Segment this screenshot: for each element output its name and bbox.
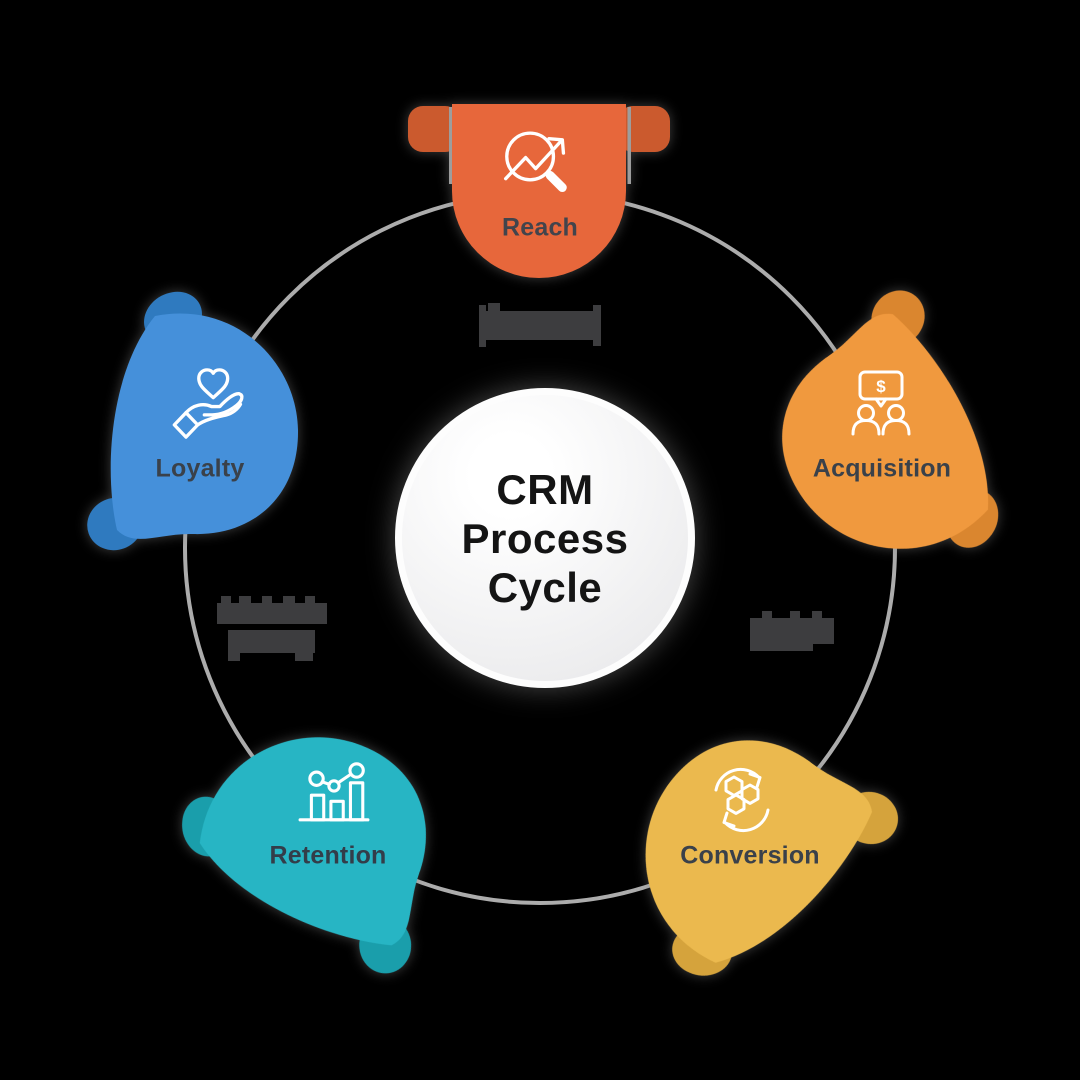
loyalty-ribbon-blob: [87, 291, 299, 551]
acquisition-ribbon-blob: [782, 290, 999, 549]
stage-label-acquisition: Acquisition: [812, 454, 952, 483]
stage-label-reach: Reach: [501, 213, 579, 242]
title-line-1: CRM: [496, 465, 594, 513]
magnifier-trend-icon: [504, 131, 567, 192]
reach-banner-ribbon: [408, 104, 670, 278]
stage-label-conversion: Conversion: [680, 841, 820, 870]
hand-heart-icon: [172, 368, 244, 439]
redacted-text-block-right: [750, 611, 835, 651]
stage-label-loyalty: Loyalty: [155, 454, 245, 483]
people-dollar-chat-icon: $: [851, 370, 911, 436]
redacted-text-block-left: [215, 596, 329, 664]
growth-bar-chart-icon: [298, 762, 370, 822]
retention-ribbon-blob: [182, 737, 426, 974]
stage-label-retention: Retention: [269, 841, 387, 870]
conversion-ribbon-blob: [645, 740, 898, 976]
hexagons-cycle-icon: [714, 767, 770, 833]
diagram-title: CRM Process Cycle: [462, 465, 629, 612]
title-line-3: Cycle: [487, 563, 603, 611]
title-line-2: Process: [461, 514, 629, 562]
svg-text:$: $: [876, 377, 886, 396]
redacted-text-block-top: [479, 303, 601, 347]
center-circle: CRM Process Cycle: [395, 388, 695, 688]
